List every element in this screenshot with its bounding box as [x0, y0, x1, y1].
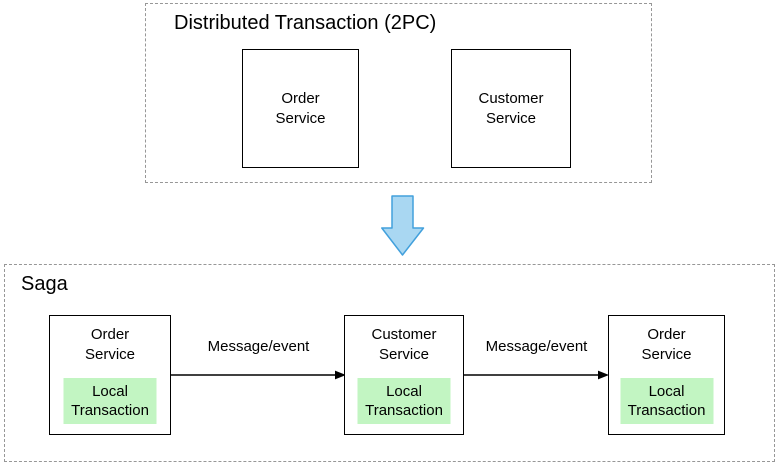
2pc-group: Distributed Transaction (2PC) Order Serv…	[145, 3, 652, 183]
saga-customer-service-label: Customer Service	[371, 326, 437, 363]
saga-order-service-label-1: Order Service	[84, 326, 136, 363]
saga-group-title: Saga	[21, 273, 68, 295]
2pc-customer-service-label: Customer Service	[478, 89, 544, 127]
message-arrow-2-head	[598, 370, 609, 380]
message-event-label-1: Message/event	[207, 338, 310, 355]
local-transaction-label-3: Local Transaction	[627, 383, 706, 419]
saga-customer-service-box: Customer Service Local Transaction	[344, 315, 464, 435]
down-arrow-shape	[381, 195, 425, 256]
saga-order-service-box-1: Order Service Local Transaction	[49, 315, 171, 435]
saga-group: Saga Order Service Local Transaction Mes…	[4, 264, 775, 462]
local-transaction-box-3: Local Transaction	[620, 378, 713, 424]
down-arrow-icon	[381, 195, 425, 256]
message-arrow-1	[171, 370, 346, 380]
local-transaction-label-2: Local Transaction	[365, 383, 443, 419]
2pc-group-title: Distributed Transaction (2PC)	[174, 12, 437, 34]
local-transaction-box-1: Local Transaction	[63, 378, 157, 424]
message-event-label-2: Message/event	[485, 338, 588, 355]
2pc-customer-service-box: Customer Service	[451, 49, 571, 168]
message-arrow-2	[464, 370, 609, 380]
local-transaction-box-2: Local Transaction	[357, 378, 451, 424]
saga-order-service-label-2: Order Service	[641, 326, 692, 363]
2pc-order-service-box: Order Service	[242, 49, 359, 168]
local-transaction-label-1: Local Transaction	[71, 383, 149, 419]
message-arrow-1-head	[335, 370, 346, 380]
2pc-order-service-label: Order Service	[275, 89, 326, 127]
saga-order-service-box-2: Order Service Local Transaction	[608, 315, 725, 435]
